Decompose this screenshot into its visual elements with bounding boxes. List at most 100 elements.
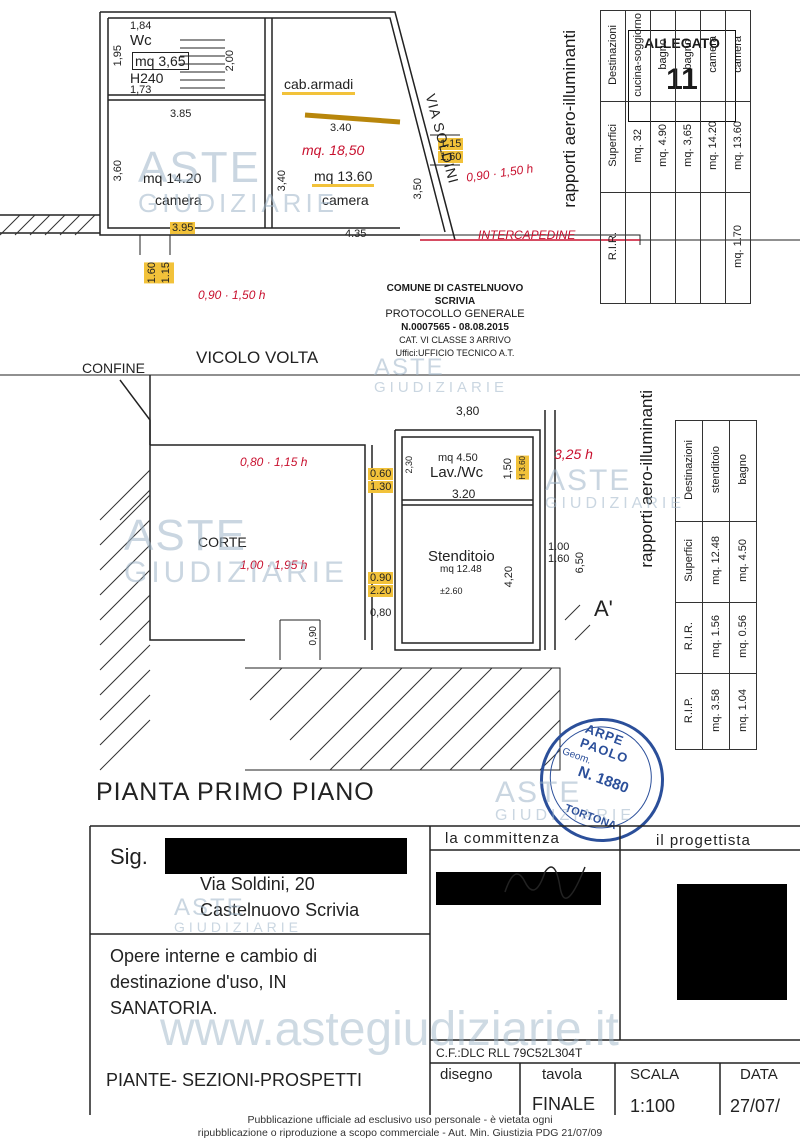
confine-label: CONFINE [82, 360, 145, 376]
room2-area: mq 13.60 [312, 168, 375, 187]
vicolo-label: VICOLO VOLTA [196, 348, 319, 367]
wc-dim-bottom: 1,73 [130, 84, 152, 96]
watermark-4-bottom: GIUDIZIARIE [545, 495, 686, 512]
window-right-b-text: 1.60 [438, 151, 464, 163]
wc-width-dim: 1,84 [130, 20, 152, 32]
red-note-window-a: 0,80 · 1,15 h [240, 455, 308, 469]
stamp-line-4: N.0007565 - 08.08.2015 [401, 322, 509, 333]
stend-area: mq 12.48 [440, 564, 482, 575]
description-line-3: SANATORIA. [110, 998, 218, 1018]
red-note-area: mq. 18,50 [302, 142, 365, 158]
stamp-line-6: Uffici:UFFICIO TECNICO A.T. [395, 348, 515, 358]
table-top-cell-4-0: camera [725, 10, 751, 102]
redacted-progettista [677, 884, 787, 1000]
description-line-2: destinazione d'uso, IN [110, 972, 287, 992]
window-b-bottom-text: 2.20 [368, 585, 394, 597]
window-a-bottom: 1.30 [368, 481, 394, 493]
cab-armadi-text: cab.armadi [282, 76, 356, 95]
table-bottom-header-sup: Superfici [675, 521, 703, 603]
table-bottom-cell-0-1: mq. 12.48 [702, 521, 730, 603]
redacted-name [165, 838, 407, 874]
plan-title: PIANTA PRIMO PIANO [96, 778, 375, 806]
red-note-intercapedine: INTERCAPEDINE [478, 228, 576, 242]
table-top-cell-1-0: bagno [650, 10, 676, 102]
watermark-6-top: ASTE [174, 894, 245, 921]
progettista-label: il progettista [656, 832, 751, 849]
window-right-a: 1.15 [438, 138, 464, 150]
window-b-top-text: 0.90 [368, 572, 394, 584]
watermark-4: ASTE GIUDIZIARIE [545, 466, 685, 512]
wc-label: Wc [130, 32, 152, 49]
red-note-height: 3,25 h [554, 446, 593, 462]
protocol-stamp: COMUNE DI CASTELNUOVO SCRIVIA PROTOCOLLO… [370, 282, 540, 360]
finale-label: FINALE [532, 1094, 596, 1114]
stamp-line-5: CAT. VI CLASSE 3 ARRIVO [399, 335, 511, 345]
corte-label: CORTE [198, 534, 247, 550]
watermark-5-top: ASTE [495, 776, 582, 809]
cab-armadi-label: cab.armadi [282, 76, 356, 95]
watermark-4-top: ASTE [545, 464, 632, 497]
table-top-cell-2-2 [675, 192, 701, 304]
watermark-2-top: ASTE [374, 354, 445, 381]
watermark-5-bottom: GIUDIZIARIE [495, 807, 636, 824]
footer-line-1: Pubblicazione ufficiale ad esclusivo uso… [247, 1114, 553, 1126]
window-c-bottom: 1.60 [548, 553, 570, 565]
watermark-2: ASTE GIUDIZIARIE [374, 356, 508, 396]
dim-bottom-left-text: 3.95 [170, 222, 196, 234]
watermark-5: ASTE GIUDIZIARIE [495, 778, 635, 824]
table-top-cell-4-1: mq. 13.60 [725, 101, 751, 193]
wc-height: H240 [130, 70, 164, 86]
scale-value: 1:100 [630, 1096, 676, 1116]
lav-width: 3.20 [452, 487, 476, 501]
date-value: 27/07/ [730, 1096, 781, 1116]
redacted-committenza [436, 872, 601, 905]
watermark-1-top: ASTE [138, 143, 261, 192]
watermark-site: www.astegiudiziarie.it [160, 1003, 619, 1056]
footer-line-2: ripubblicazione o riproduzione a scopo c… [197, 1127, 603, 1139]
fiscal-code: C.F.:DLC RLL 79C52L304T [436, 1046, 583, 1060]
dim-top-left: 3.85 [170, 108, 192, 120]
scala-label: SCALA [630, 1066, 680, 1083]
window-b-bottom: 2.20 [368, 585, 394, 597]
table-top-header-rir: R.I.R. [600, 192, 626, 304]
ratio-table-top: Destinazioni cucina-soggiorno bagno bagn… [600, 10, 751, 304]
watermark-1: ASTE GIUDIZIARIE [138, 143, 339, 218]
red-note-window-bottom: 0,90 · 1,50 h [198, 288, 266, 302]
table-bottom-cell-0-0: stenditoio [702, 420, 730, 522]
lower-top-dim: 3,80 [456, 404, 480, 418]
stend-name: Stenditoio [428, 548, 495, 565]
tavola-label: tavola [542, 1066, 583, 1083]
window-right-a-text: 1.15 [438, 138, 464, 150]
window-a-top-text: 0.60 [368, 468, 394, 480]
table-top-cell-2-1: mq. 3,65 [675, 101, 701, 193]
watermark-1-bottom: GIUDIZIARIE [138, 188, 339, 218]
lav-area: mq 4.50 [438, 452, 478, 464]
red-note-window-b: 1,00 · 1,95 h [240, 558, 308, 572]
room1-area: mq 14.20 [143, 170, 202, 186]
committenza-label: la committenza [445, 830, 560, 847]
footer-notice: Pubblicazione ufficiale ad esclusivo uso… [0, 1114, 800, 1140]
room1-name: camera [155, 192, 202, 208]
table-bottom-cell-1-2: mq. 0.56 [729, 602, 757, 674]
dim-bottom-right: 4.35 [345, 228, 367, 240]
address-line-2: Castelnuovo Scrivia [200, 900, 360, 920]
disegno-label: disegno [440, 1066, 493, 1083]
table-bottom-cell-1-1: mq. 4.50 [729, 521, 757, 603]
room2-area-text: mq 13.60 [312, 168, 375, 187]
watermark-6-bottom: GIUDIZIARIE [174, 919, 303, 935]
table-top-cell-3-1: mq. 14.20 [700, 101, 726, 193]
watermark-2-bottom: GIUDIZIARIE [374, 379, 509, 396]
dim-bottom-left: 3.95 [170, 222, 196, 234]
sig-label: Sig. [110, 844, 148, 869]
watermark-3: ASTE GIUDIZIARIE [124, 514, 348, 588]
wc-area: mq 3,65 [132, 52, 189, 70]
table-bottom-cell-0-3: mq. 3.58 [702, 673, 730, 750]
section-label: A' [594, 596, 613, 621]
ratio-table-bottom: Destinazioni stenditoio bagno Superfici … [675, 420, 757, 750]
window-c-top: 1.00 [548, 541, 570, 553]
watermark-3-bottom: GIUDIZIARIE [124, 556, 349, 589]
table-bottom-cell-1-3: mq. 1.04 [729, 673, 757, 750]
stamp-line-1: COMUNE DI CASTELNUOVO [386, 283, 524, 294]
address-line-1: Via Soldini, 20 [200, 874, 315, 894]
